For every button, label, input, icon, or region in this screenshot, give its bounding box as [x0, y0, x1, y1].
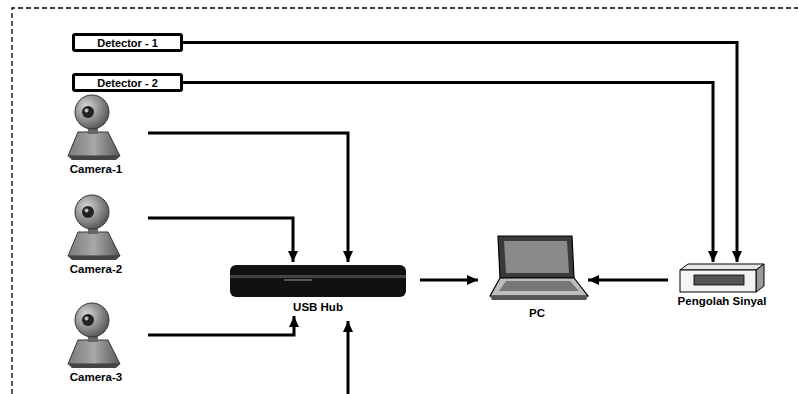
usb-hub-drawing: [228, 262, 408, 300]
node-label: USB Hub: [226, 300, 410, 314]
pc-laptop: PC: [480, 230, 594, 320]
signal-processor-drawing: [672, 262, 772, 294]
node-label: PC: [480, 306, 594, 320]
signal-arrow: [148, 133, 348, 262]
camera-icon: Camera-2: [48, 190, 144, 276]
incoming-arrow: [347, 321, 350, 394]
node-label: Camera-3: [48, 370, 144, 384]
signal-arrow: [183, 43, 737, 263]
camera-icon-drawing: [50, 298, 142, 370]
signal-arrow: [588, 279, 668, 282]
signal-processor: Pengolah Sinyal: [670, 262, 774, 308]
usb-hub: USB Hub: [226, 262, 410, 314]
node-label: Detector - 1: [97, 37, 158, 49]
camera-icon-drawing: [50, 190, 142, 262]
node-label: Pengolah Sinyal: [670, 294, 774, 308]
signal-arrow: [148, 316, 294, 335]
signal-arrow: [183, 83, 713, 263]
node-label: Camera-1: [48, 162, 144, 176]
detector-box: Detector - 2: [72, 73, 183, 92]
signal-arrow: [148, 218, 293, 262]
node-label: Camera-2: [48, 262, 144, 276]
camera-icon: Camera-3: [48, 298, 144, 384]
node-label: Detector - 2: [97, 77, 158, 89]
detector-box: Detector - 1: [72, 33, 183, 52]
signal-arrow: [420, 279, 478, 282]
camera-icon-drawing: [50, 90, 142, 162]
pc-laptop-drawing: [482, 230, 592, 306]
dashed-boundary: [12, 8, 798, 394]
camera-icon: Camera-1: [48, 90, 144, 176]
